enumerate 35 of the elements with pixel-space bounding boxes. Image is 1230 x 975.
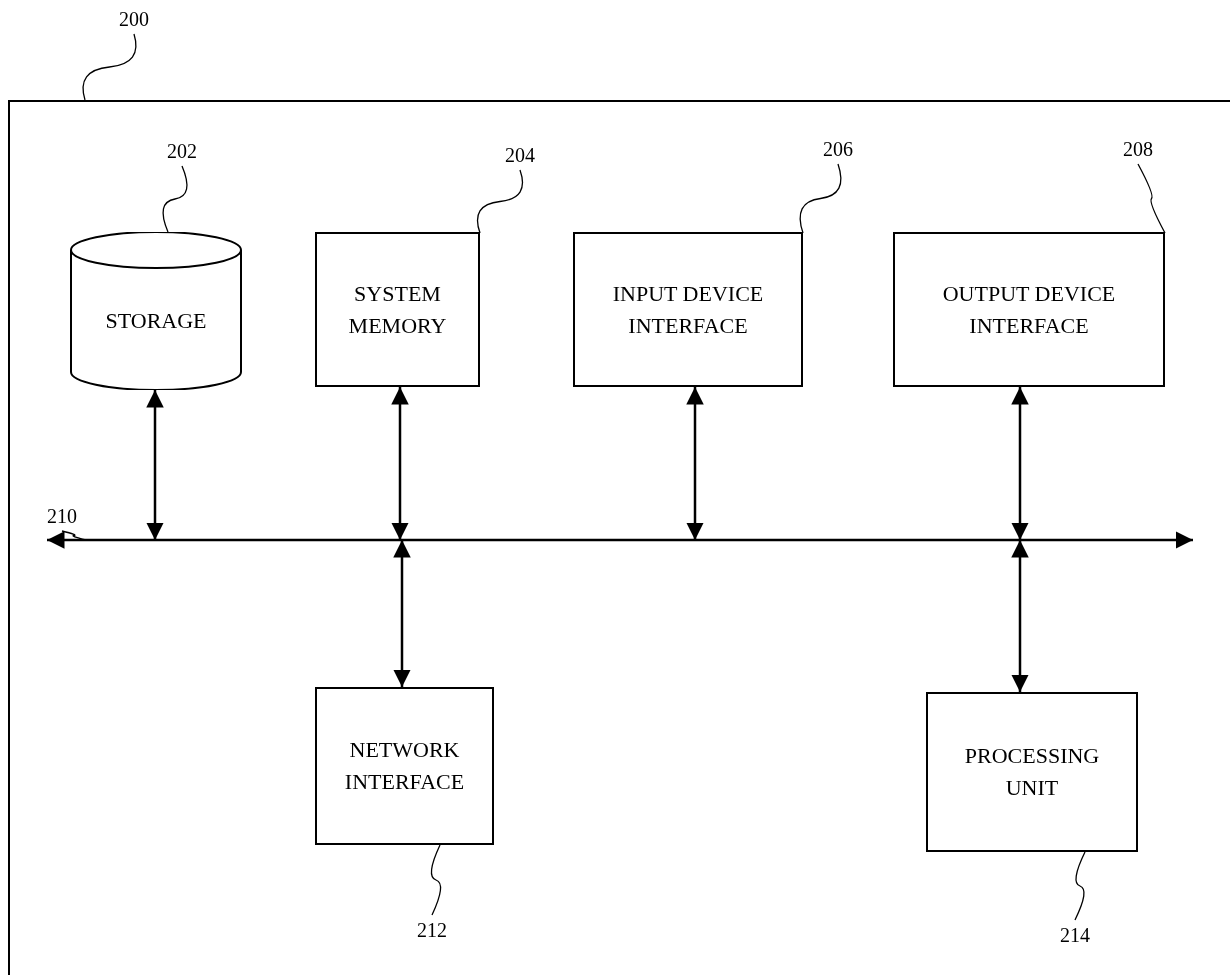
node-label: SYSTEM MEMORY xyxy=(347,279,448,340)
component-box xyxy=(315,687,494,845)
arrow xyxy=(146,390,164,540)
callout-number: 210 xyxy=(40,503,84,529)
callout-number: 206 xyxy=(816,136,860,162)
callout-number: 200 xyxy=(112,6,156,32)
node-label: INPUT DEVICE INTERFACE xyxy=(611,279,765,340)
component-box xyxy=(315,232,480,387)
node-label: STORAGE xyxy=(105,307,207,336)
leader-line xyxy=(799,163,842,234)
node-label: OUTPUT DEVICE INTERFACE xyxy=(941,279,1117,340)
component-box xyxy=(926,692,1138,852)
leader-line xyxy=(476,169,524,234)
storage-cylinder xyxy=(70,232,242,390)
leader-line xyxy=(61,530,87,541)
arrow xyxy=(1011,387,1029,540)
arrow xyxy=(393,540,411,687)
leader-line xyxy=(1137,163,1166,234)
leader-line xyxy=(82,33,137,101)
callout-number: 212 xyxy=(410,917,454,943)
callout-number: 204 xyxy=(498,142,542,168)
callout-number: 208 xyxy=(1116,136,1160,162)
callout-number: 214 xyxy=(1053,922,1097,948)
bus-line xyxy=(47,531,1193,549)
leader-line xyxy=(1074,851,1086,921)
component-box xyxy=(573,232,803,387)
arrow xyxy=(391,387,409,540)
leader-line xyxy=(162,165,188,233)
component-box xyxy=(893,232,1165,387)
node-label: NETWORK INTERFACE xyxy=(343,736,466,796)
leader-line xyxy=(430,844,442,916)
arrow xyxy=(1011,540,1029,692)
node-label: PROCESSING UNIT xyxy=(963,742,1101,802)
arrow xyxy=(686,387,704,540)
callout-number: 202 xyxy=(160,138,204,164)
